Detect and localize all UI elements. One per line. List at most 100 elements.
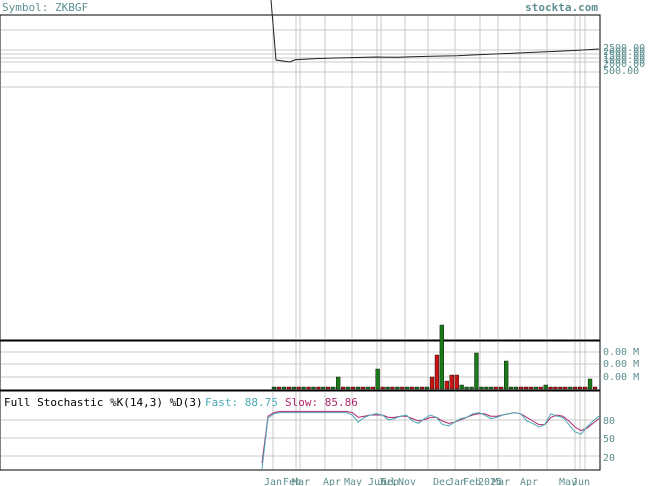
- volume-bar: [400, 386, 405, 390]
- volume-bar: [365, 386, 370, 390]
- volume-bar: [296, 386, 301, 390]
- volume-bar: [558, 386, 563, 390]
- price-axis: 2500.002000.001500.001000.00500.002000.0…: [603, 43, 645, 77]
- volume-bar: [573, 386, 578, 390]
- price-tick-label: 500.00: [603, 66, 639, 77]
- volume-bar: [553, 386, 558, 390]
- x-tick-label: Mar: [292, 477, 310, 486]
- volume-bar: [429, 376, 435, 390]
- volume-bar: [459, 384, 464, 390]
- volume-bar: [434, 354, 440, 390]
- volume-bar: [375, 368, 380, 390]
- volume-bar: [321, 386, 326, 390]
- stochastic-tick-label: 80: [603, 416, 615, 427]
- volume-bar: [578, 386, 583, 390]
- volume-bar: [331, 386, 336, 390]
- x-tick-label: Jun: [368, 477, 386, 486]
- x-tick-label: Feb: [283, 477, 301, 486]
- volume-bar: [484, 386, 489, 390]
- volume-bar: [518, 386, 524, 390]
- site-label: stockta.com: [525, 1, 598, 14]
- volume-bar: [286, 386, 291, 390]
- volume-bar: [415, 386, 420, 390]
- volume-bar: [489, 386, 494, 390]
- price-tick-label: 2000.00: [603, 47, 645, 58]
- x-tick-label: Jan: [264, 477, 282, 486]
- volume-bar: [563, 386, 568, 390]
- volume-bar: [528, 386, 533, 390]
- volume-bar: [439, 324, 444, 390]
- volume-bar: [316, 386, 321, 390]
- volume-grid: [1, 342, 599, 389]
- volume-bar: [587, 378, 593, 390]
- volume-bar: [271, 386, 277, 390]
- volume-tick-label: 0.00 M: [603, 359, 639, 370]
- symbol-label: Symbol: ZKBGF: [2, 1, 88, 14]
- volume-bar: [474, 352, 479, 390]
- volume-bar: [350, 386, 356, 390]
- volume-bar: [538, 386, 543, 390]
- x-tick-label: Jan: [448, 477, 466, 486]
- volume-bar: [449, 374, 454, 390]
- stochastic-tick-label: 20: [603, 453, 615, 464]
- volume-bar: [469, 386, 474, 390]
- fast-label: Fast: 88.75: [205, 396, 278, 409]
- price-grid: [1, 16, 599, 339]
- x-tick-label: Dec: [433, 477, 451, 486]
- volume-bar: [345, 386, 351, 390]
- volume-axis: 0.00 M0.00 M0.00 M: [603, 347, 639, 383]
- stochastic-grid: [1, 392, 599, 469]
- volume-bar: [355, 386, 361, 390]
- volume-bar: [499, 386, 504, 390]
- volume-bar: [513, 386, 519, 390]
- stochastic-tick-label: 50: [603, 434, 615, 445]
- volume-bar: [281, 386, 286, 390]
- x-tick-label: Sep: [381, 477, 399, 486]
- x-tick-label: Jun: [572, 477, 590, 486]
- volume-bar: [306, 386, 311, 390]
- volume-bar: [380, 386, 385, 390]
- volume-tick-label: 0.00 M: [603, 347, 639, 358]
- volume-bar: [311, 386, 316, 390]
- x-tick-label: Apr: [520, 477, 538, 486]
- volume-bar: [583, 386, 588, 390]
- x-tick-label: Jul: [378, 477, 396, 486]
- volume-bar: [523, 386, 529, 390]
- x-tick-label: Apr: [323, 477, 341, 486]
- price-line: [270, 0, 600, 63]
- volume-bar: [479, 386, 484, 390]
- volume-bar: [291, 386, 296, 390]
- volume-bar: [420, 386, 425, 390]
- volume-bar: [410, 386, 415, 390]
- volume-bar: [504, 360, 509, 390]
- volume-bar: [276, 386, 281, 390]
- volume-bar: [390, 386, 395, 390]
- volume-bar: [454, 374, 459, 390]
- volume-bar: [533, 386, 538, 390]
- price-panel: [0, 14, 601, 341]
- volume-bar: [360, 386, 365, 390]
- x-tick-label: May: [559, 477, 577, 486]
- volume-bar: [301, 386, 306, 390]
- volume-bar: [592, 386, 598, 390]
- volume-tick-label: 0.00 M: [603, 372, 639, 383]
- stochastic-title: Full Stochastic %K(14,3) %D(3): [4, 396, 203, 409]
- slow-line: [261, 410, 600, 464]
- volume-bar: [336, 376, 341, 390]
- volume-bar: [508, 386, 514, 390]
- volume-bar: [568, 386, 573, 390]
- x-tick-label: Feb: [463, 477, 481, 486]
- volume-bar: [543, 384, 548, 390]
- volume-bar: [444, 380, 449, 390]
- stochastic-panel: [0, 390, 601, 471]
- slow-label: Slow: 85.86: [285, 396, 358, 409]
- x-tick-label: Nov: [398, 477, 416, 486]
- x-tick-label: 2025: [478, 477, 502, 486]
- price-tick-label: 1000.00: [603, 55, 645, 66]
- volume-bar: [385, 386, 390, 390]
- volume-bar: [548, 386, 553, 390]
- volume-bar: [405, 386, 410, 390]
